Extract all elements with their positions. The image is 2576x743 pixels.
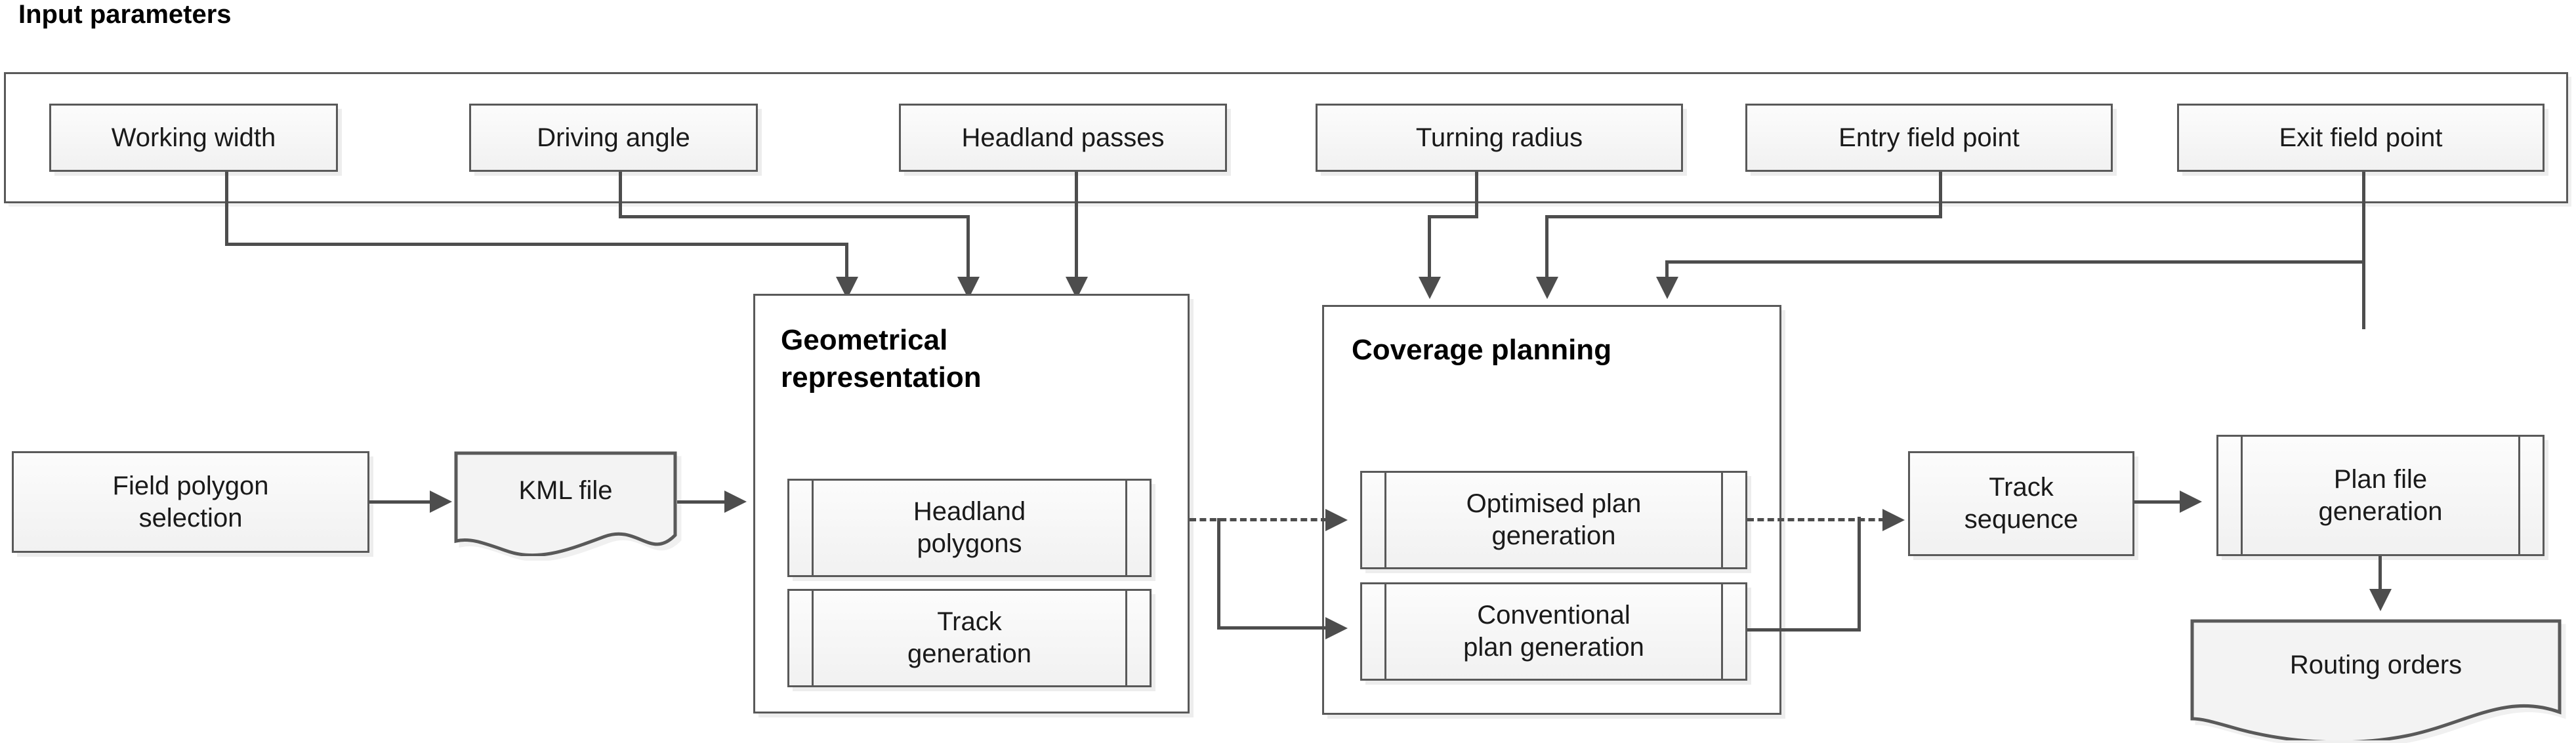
step-optimised-plan-generation[interactable]: Optimised plan generation xyxy=(1360,471,1747,569)
label-kml-file: KML file xyxy=(518,475,613,505)
arrowhead-geometrical-to-optimised xyxy=(1325,509,1348,531)
connector-working-width-h xyxy=(225,243,848,246)
step-label-headland-polygons: Headland polygons xyxy=(913,497,1026,558)
connector-turning-radius-v2 xyxy=(1428,215,1431,281)
connector-driving-angle-v2 xyxy=(966,215,970,281)
connector-headland-passes-v xyxy=(1075,172,1078,281)
connector-planfile-to-routing xyxy=(2379,556,2382,595)
step-label-optimised-plan-generation: Optimised plan generation xyxy=(1466,489,1642,550)
node-field-polygon-selection[interactable]: Field polygon selection xyxy=(12,451,369,553)
arrowhead-planfile-to-routing xyxy=(2369,589,2392,611)
arrowhead-turning-radius xyxy=(1419,277,1441,299)
group-title-coverage: Coverage planning xyxy=(1352,334,1612,366)
group-title-coverage-planning: Coverage planning xyxy=(1352,331,1758,369)
param-label-driving-angle: Driving angle xyxy=(537,123,690,152)
step-label-track-generation: Track generation xyxy=(907,607,1032,668)
connector-entry-field-point-v2 xyxy=(1545,215,1548,281)
label-track-sequence: Track sequence xyxy=(1964,473,2079,534)
routing-orders-shape xyxy=(2190,619,2562,740)
label-field-polygon-selection: Field polygon selection xyxy=(112,471,269,532)
step-conventional-plan-generation[interactable]: Conventional plan generation xyxy=(1360,582,1747,681)
param-box-entry-field-point[interactable]: Entry field point xyxy=(1745,104,2113,172)
connector-entry-field-point-v1 xyxy=(1939,172,1942,218)
label-routing-orders: Routing orders xyxy=(2289,650,2462,679)
arrowhead-geometrical-to-conventional xyxy=(1325,617,1348,639)
connector-working-width-v1 xyxy=(225,172,228,244)
param-label-working-width: Working width xyxy=(111,123,276,152)
arrowhead-entry-field-point xyxy=(1536,277,1558,299)
param-label-headland-passes: Headland passes xyxy=(961,123,1165,152)
connector-exit-field-point-h xyxy=(1665,260,2365,264)
connector-working-width-v2 xyxy=(845,243,848,282)
connector-turning-radius-v1 xyxy=(1475,172,1478,218)
param-box-turning-radius[interactable]: Turning radius xyxy=(1316,104,1683,172)
param-label-turning-radius: Turning radius xyxy=(1415,123,1583,152)
arrowhead-exit-field-point xyxy=(1656,277,1678,299)
node-routing-orders[interactable]: Routing orders xyxy=(2190,619,2562,740)
param-box-headland-passes[interactable]: Headland passes xyxy=(899,104,1227,172)
node-kml-file[interactable]: KML file xyxy=(454,451,677,556)
group-title-line2: representation xyxy=(781,361,982,394)
group-title-geometrical-representation: Geometrical representation xyxy=(781,321,1148,396)
arrowhead-optimised-to-track xyxy=(1882,509,1905,531)
param-label-entry-field-point: Entry field point xyxy=(1839,123,2020,152)
connector-kml-to-geometrical xyxy=(677,500,730,504)
arrowhead-track-to-planfile xyxy=(2180,491,2202,513)
kml-file-shape xyxy=(454,451,677,556)
connector-driving-angle-v1 xyxy=(619,172,622,218)
step-track-generation[interactable]: Track generation xyxy=(787,589,1152,687)
connector-driving-angle-h xyxy=(619,215,970,218)
param-box-exit-field-point[interactable]: Exit field point xyxy=(2177,104,2545,172)
connector-turning-radius-h xyxy=(1428,215,1478,218)
connector-geometrical-to-conventional-v xyxy=(1217,518,1220,630)
connector-exit-field-point-v1 xyxy=(2362,172,2365,329)
connector-polygon-to-kml xyxy=(369,500,438,504)
node-plan-file-generation[interactable]: Plan file generation xyxy=(2216,435,2545,556)
connector-conventional-to-track-v xyxy=(1858,517,1861,632)
group-title-line1: Geometrical xyxy=(781,324,948,356)
param-label-exit-field-point: Exit field point xyxy=(2279,123,2443,152)
connector-track-to-planfile xyxy=(2134,500,2187,504)
node-track-sequence[interactable]: Track sequence xyxy=(1908,451,2134,556)
step-label-conventional-plan-generation: Conventional plan generation xyxy=(1463,601,1644,662)
connector-exit-field-point-v2 xyxy=(1665,260,1669,281)
label-plan-file-generation: Plan file generation xyxy=(2318,464,2443,526)
connector-optimised-to-track-dashed xyxy=(1747,518,1885,521)
param-box-working-width[interactable]: Working width xyxy=(49,104,338,172)
connector-entry-field-point-h xyxy=(1545,215,1942,218)
input-parameters-frame xyxy=(4,72,2568,203)
connector-geometrical-to-conventional-h xyxy=(1217,626,1329,630)
param-box-driving-angle[interactable]: Driving angle xyxy=(469,104,758,172)
input-parameters-caption: Input parameters xyxy=(18,0,232,29)
step-headland-polygons[interactable]: Headland polygons xyxy=(787,479,1152,577)
connector-geometrical-to-optimised-dashed xyxy=(1190,518,1327,521)
connector-conventional-to-track-h xyxy=(1747,628,1860,632)
arrowhead-polygon-to-kml xyxy=(430,491,452,513)
arrowhead-kml-to-geometrical xyxy=(724,491,747,513)
